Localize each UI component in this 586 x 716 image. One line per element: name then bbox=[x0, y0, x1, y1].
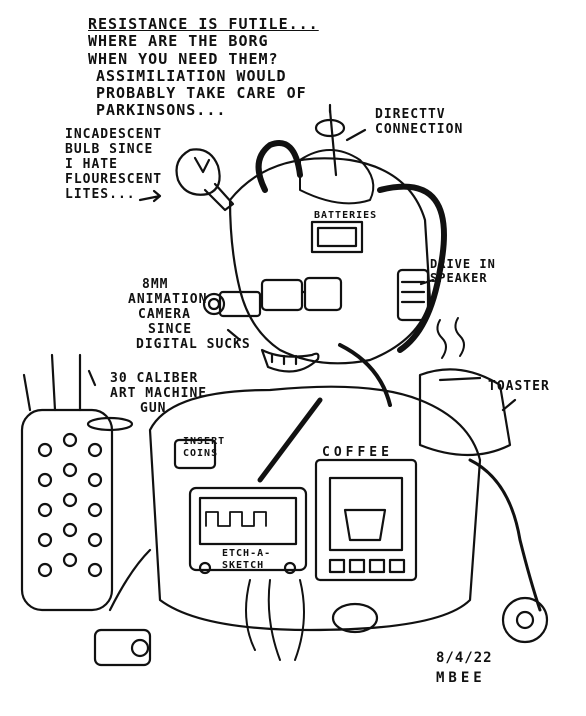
header-line: Where are the Borg bbox=[88, 32, 269, 51]
header-line: probably take care of bbox=[96, 84, 307, 102]
bulb-label-line: lites... bbox=[65, 186, 136, 202]
etch-a-sketch-label: Etch-a- Sketch bbox=[222, 548, 271, 571]
camera-label-line: Animation bbox=[128, 291, 208, 307]
gun-label-line: Art Machine bbox=[110, 385, 208, 401]
camera-label-line: Since bbox=[148, 321, 193, 337]
art-machine-gun-icon bbox=[20, 353, 152, 667]
bulb-label-line: I hate bbox=[65, 156, 118, 172]
gun-label-line: 30 Caliber bbox=[110, 371, 199, 386]
insert-coins-label-line: Insert bbox=[183, 436, 226, 447]
header-line: Resistance is Futile... bbox=[88, 15, 319, 33]
camera-label-line: Digital sucks bbox=[136, 336, 251, 352]
batteries-label: Batteries bbox=[314, 210, 378, 221]
speaker-label-line: Speaker bbox=[430, 270, 488, 285]
bulb-label-line: bulb since bbox=[65, 141, 154, 157]
directv-label: DirectTV connection bbox=[375, 107, 464, 138]
toaster-label: Toaster bbox=[488, 379, 550, 394]
date-label: 8/4/22 bbox=[436, 650, 493, 666]
etch-label-line: Sketch bbox=[222, 559, 265, 571]
header-line: Assimiliation would bbox=[96, 66, 287, 85]
insert-coins-label: Insert Coins bbox=[183, 436, 225, 459]
lightbulb-icon bbox=[175, 148, 235, 212]
coffee-label: Coffee bbox=[322, 445, 393, 460]
speaker-label-line: Drive in bbox=[430, 257, 496, 271]
header-line: When you need them? bbox=[88, 49, 279, 68]
etch-label-line: Etch-a- bbox=[222, 548, 272, 559]
gun-label: 30 Caliber Art Machine Gun bbox=[110, 371, 208, 417]
directv-label-line: connection bbox=[375, 121, 464, 137]
bulb-label-line: Incadescent bbox=[65, 127, 163, 142]
header-line: Parkinsons... bbox=[96, 101, 227, 120]
directv-label-line: DirectTV bbox=[375, 107, 446, 122]
camera-label-line: Camera bbox=[138, 306, 191, 322]
camera-icon bbox=[202, 290, 262, 318]
camera-label-line: 8mm bbox=[142, 277, 169, 292]
robot-head bbox=[228, 149, 432, 373]
bulb-label-line: Flourescent bbox=[65, 171, 163, 187]
bulb-label: Incadescent bulb since I hate Flourescen… bbox=[65, 127, 163, 203]
insert-coins-label-line: Coins bbox=[183, 447, 219, 459]
signature: MBEE bbox=[436, 670, 486, 686]
speaker-icon bbox=[396, 268, 430, 322]
robot-body bbox=[148, 385, 482, 634]
gun-label-line: Gun bbox=[140, 400, 167, 416]
speaker-label: Drive in Speaker bbox=[430, 257, 496, 286]
header-caption: Resistance is Futile... Where are the Bo… bbox=[88, 15, 319, 120]
camera-label: 8mm Animation Camera Since Digital sucks bbox=[128, 277, 251, 353]
satellite-dish-icon bbox=[314, 103, 346, 177]
toaster-icon bbox=[418, 317, 512, 457]
